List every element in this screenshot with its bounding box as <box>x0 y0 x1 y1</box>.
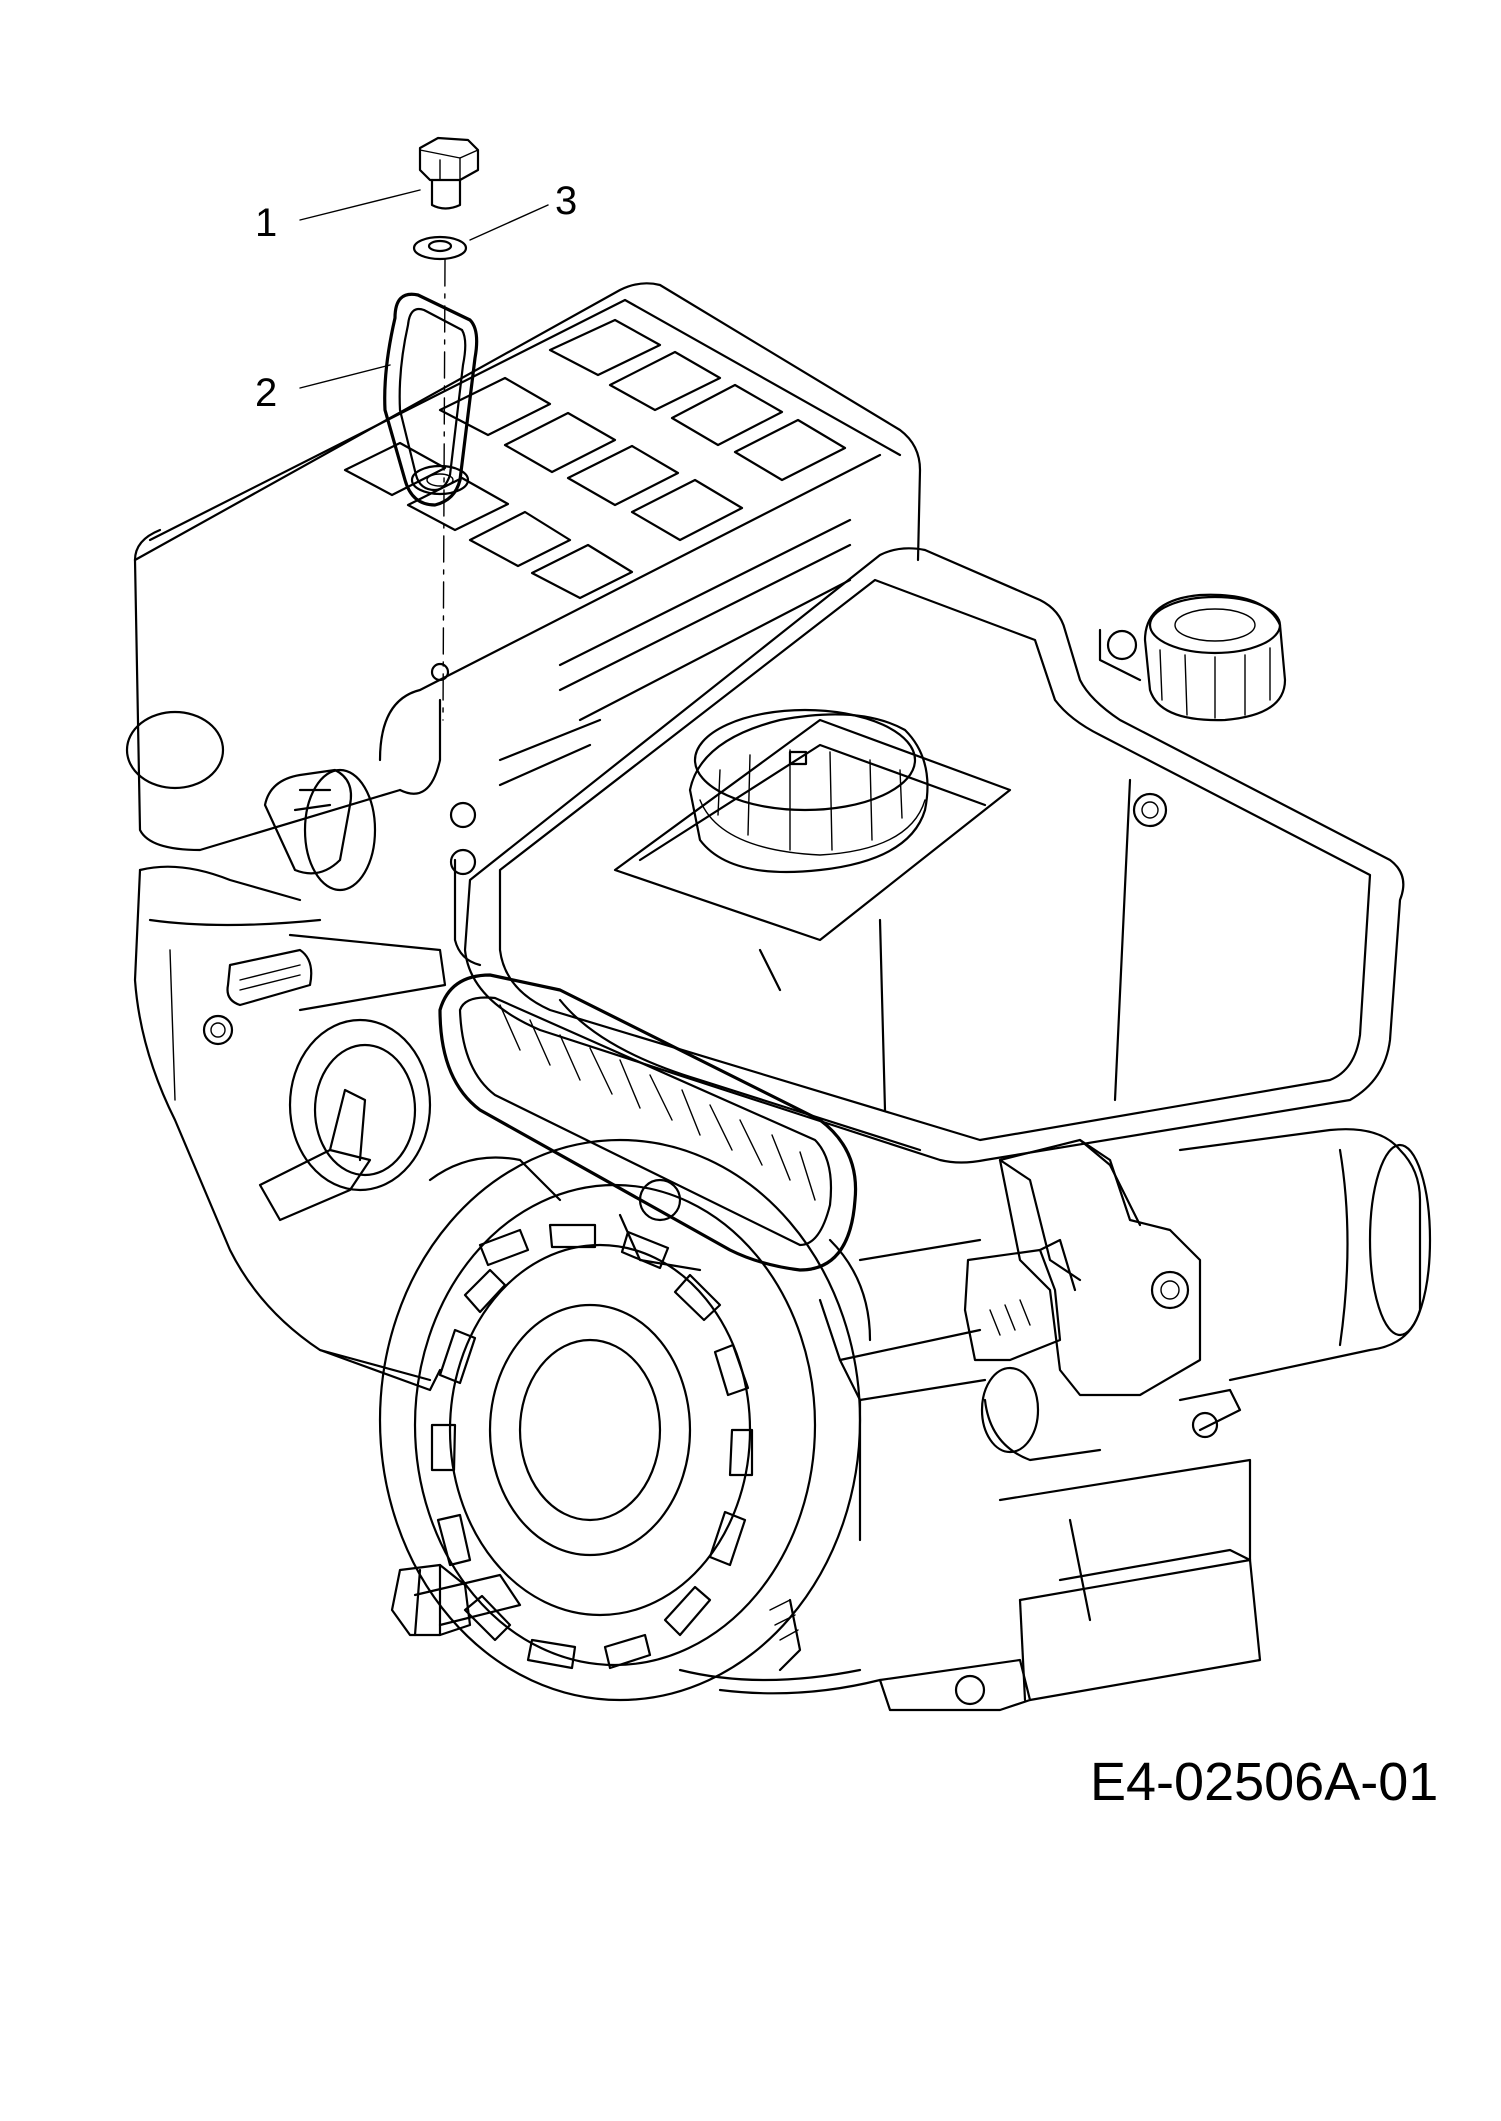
callout-3: 3 <box>555 179 577 223</box>
exploded-parts: 1 2 3 <box>255 136 577 721</box>
washer-part <box>412 235 468 261</box>
leader-line-1 <box>299 189 421 221</box>
oil-filler-cap <box>1098 593 1287 722</box>
starter-vent-slots <box>430 1223 754 1670</box>
recoil-handle <box>438 973 858 1272</box>
drawing-code: E4-02506A-01 <box>1090 1752 1438 1812</box>
hex-bolt-part <box>418 136 480 210</box>
recoil-starter-housing <box>378 1138 862 1702</box>
choke-knobs <box>226 768 447 1012</box>
leader-line-3 <box>469 204 549 241</box>
blower-housing <box>125 282 922 852</box>
lower-block <box>428 801 982 1695</box>
fuel-valve <box>258 1018 432 1222</box>
electric-starter <box>963 1128 1432 1462</box>
assembly-centerline <box>442 259 446 721</box>
air-intake-grille <box>343 318 847 600</box>
callout-2: 2 <box>255 371 277 415</box>
output-shaft <box>390 1563 522 1637</box>
crankcase <box>133 865 442 1392</box>
callout-1: 1 <box>255 201 277 245</box>
fuel-tank <box>463 547 1405 1164</box>
mounting-base <box>818 1298 1262 1712</box>
leader-line-2 <box>299 364 391 389</box>
lifting-bracket-part <box>383 292 479 507</box>
engine-assembly <box>125 282 1432 1712</box>
